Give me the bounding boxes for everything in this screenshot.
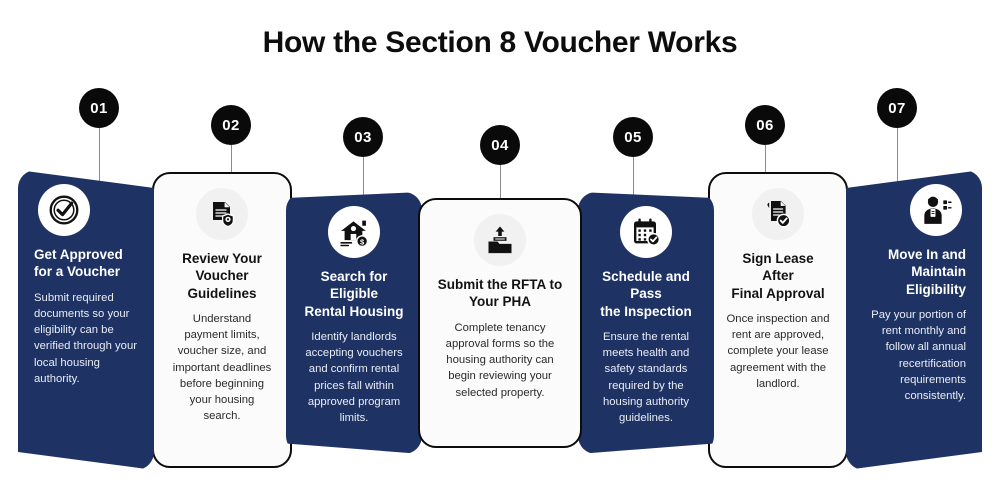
step-body: Once inspection and rent are approved, c… [726, 312, 830, 390]
step-body: Submit required documents so your eligib… [34, 291, 137, 385]
step-badge-1[interactable]: 01 [79, 88, 119, 128]
connector-line-7 [897, 128, 898, 184]
house-dollar-icon: $ [328, 206, 380, 258]
step-body: Complete tenancy approval forms so the h… [445, 321, 555, 399]
step-body: Ensure the rental meets health and safet… [602, 330, 690, 425]
connector-line-2 [231, 145, 232, 185]
step-body: Understand payment limits, voucher size,… [172, 312, 272, 423]
document-shield-icon [196, 188, 248, 240]
step-badge-3[interactable]: 03 [343, 117, 383, 157]
step-badge-6[interactable]: 06 [745, 105, 785, 145]
step-badge-2[interactable]: 02 [211, 105, 251, 145]
person-checklist-icon [910, 184, 962, 236]
svg-text:$: $ [360, 237, 365, 246]
upload-folder-icon [474, 214, 526, 266]
step-badge-7[interactable]: 07 [877, 88, 917, 128]
check-shield-icon [38, 184, 90, 236]
connector-line-6 [765, 145, 766, 185]
step-badge-4[interactable]: 04 [480, 125, 520, 165]
step-body: Pay your portion of rent monthly and fol… [871, 308, 966, 403]
calendar-check-icon [620, 206, 672, 258]
step-badge-5[interactable]: 05 [613, 117, 653, 157]
page-title: How the Section 8 Voucher Works [262, 26, 738, 59]
connector-line-5 [633, 157, 634, 197]
contract-check-icon [752, 188, 804, 240]
step-body: Identify landlords accepting vouchers an… [305, 330, 403, 425]
connector-line-4 [500, 165, 501, 205]
connector-line-3 [363, 157, 364, 197]
connector-line-1 [99, 128, 100, 184]
